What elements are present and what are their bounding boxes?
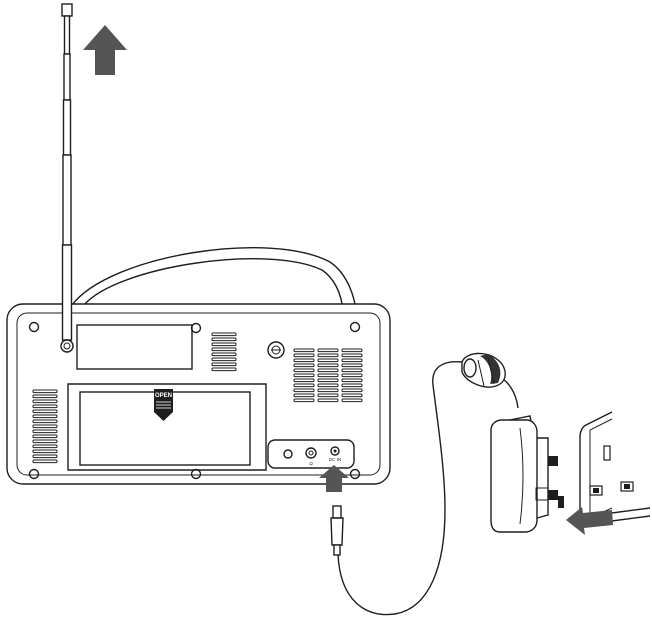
grille-slat bbox=[32, 419, 58, 424]
grille-slat bbox=[32, 444, 58, 449]
grille-slat bbox=[341, 378, 363, 383]
arrow-up-icon bbox=[83, 25, 127, 75]
grille-slat bbox=[293, 358, 315, 363]
grille-slat bbox=[293, 388, 315, 393]
grille-slat bbox=[293, 348, 315, 353]
grille-slat bbox=[32, 389, 58, 394]
grille-slat bbox=[32, 459, 58, 464]
grille-slat bbox=[317, 388, 339, 393]
grille-slat bbox=[293, 373, 315, 378]
grille-slat bbox=[211, 352, 237, 357]
power-adaptor bbox=[490, 415, 564, 533]
grille-slat bbox=[293, 368, 315, 373]
grille-slat bbox=[317, 393, 339, 398]
wall-socket bbox=[579, 411, 651, 526]
grille-slat bbox=[32, 404, 58, 409]
grille-slat bbox=[293, 398, 315, 403]
grille-slat bbox=[32, 409, 58, 414]
grille-slat bbox=[32, 399, 58, 404]
grille-slat bbox=[211, 357, 237, 362]
arrow-left-icon bbox=[566, 507, 613, 535]
grille-slat bbox=[32, 429, 58, 434]
tuning-knob bbox=[267, 341, 285, 359]
aux-jack[interactable] bbox=[283, 449, 293, 459]
carry-handle bbox=[71, 247, 356, 306]
grille-slat bbox=[317, 398, 339, 403]
grille-slat bbox=[317, 368, 339, 373]
grille-slat bbox=[317, 348, 339, 353]
grille-slat bbox=[341, 368, 363, 373]
speaker-grille-left bbox=[32, 389, 58, 464]
grille-slat bbox=[317, 373, 339, 378]
grille-slat bbox=[293, 383, 315, 388]
grille-slat bbox=[293, 363, 315, 368]
grille-slat bbox=[211, 347, 237, 352]
grille-slat bbox=[341, 398, 363, 403]
grille-slat bbox=[341, 388, 363, 393]
dc-in-socket[interactable] bbox=[330, 446, 340, 456]
grille-slat bbox=[341, 393, 363, 398]
grille-slat bbox=[32, 449, 58, 454]
connector-panel: Ω DC IN bbox=[267, 439, 355, 469]
grille-slat bbox=[32, 414, 58, 419]
ferrite-core bbox=[461, 352, 506, 388]
battery-cover-open-tab: OPEN bbox=[154, 389, 173, 421]
grille-slat bbox=[293, 393, 315, 398]
grille-slat bbox=[211, 337, 237, 342]
grille-slat bbox=[211, 342, 237, 347]
grille-slat bbox=[317, 353, 339, 358]
grille-slat bbox=[341, 353, 363, 358]
grille-slat bbox=[317, 358, 339, 363]
headphone-jack[interactable] bbox=[305, 447, 317, 459]
grille-slat bbox=[293, 378, 315, 383]
speaker-grille-center bbox=[211, 332, 237, 372]
grille-slat bbox=[341, 383, 363, 388]
grille-slat bbox=[32, 394, 58, 399]
grille-slat bbox=[211, 362, 237, 367]
speaker-grille-right bbox=[293, 348, 363, 403]
grille-slat bbox=[317, 383, 339, 388]
grille-slat bbox=[341, 373, 363, 378]
arrow-up-icon bbox=[319, 465, 349, 492]
grille-slat bbox=[211, 367, 237, 372]
grille-slat bbox=[293, 353, 315, 358]
dc-in-label: DC IN bbox=[329, 457, 341, 462]
grille-slat bbox=[32, 454, 58, 459]
grille-slat bbox=[341, 348, 363, 353]
screws bbox=[28, 321, 361, 480]
grille-slat bbox=[341, 358, 363, 363]
dc-plug bbox=[330, 505, 344, 556]
grille-slat bbox=[32, 434, 58, 439]
grille-slat bbox=[317, 378, 339, 383]
open-label: OPEN bbox=[155, 393, 172, 399]
grille-slat bbox=[32, 439, 58, 444]
grille-slat bbox=[341, 363, 363, 368]
headphone-label: Ω bbox=[309, 461, 313, 466]
grille-slat bbox=[317, 363, 339, 368]
rear-panel bbox=[76, 324, 193, 370]
telescopic-antenna bbox=[60, 3, 74, 353]
grille-slat bbox=[211, 332, 237, 337]
grille-slat bbox=[32, 424, 58, 429]
